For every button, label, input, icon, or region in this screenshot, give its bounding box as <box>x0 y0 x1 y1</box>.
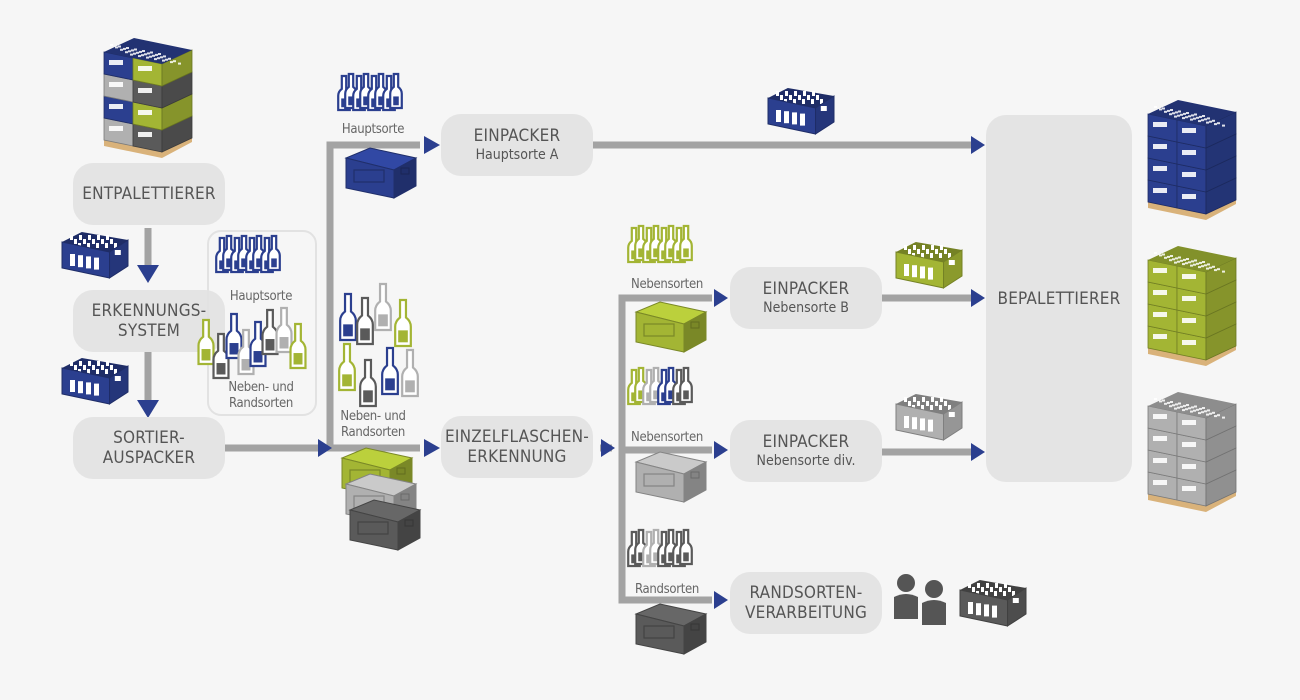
bottle-icon <box>374 282 392 332</box>
closed-crate-icon <box>634 301 708 353</box>
pallet-icon <box>103 38 193 158</box>
pallet-icon <box>1147 392 1237 512</box>
arrow-icon <box>424 439 440 457</box>
process-title: VERARBEITUNG <box>744 603 868 623</box>
bottle-crate-icon <box>895 394 963 441</box>
pallet-icon <box>1147 100 1237 220</box>
arrow-icon <box>714 289 728 307</box>
process-einpacker-nebensorte-b[interactable]: EINPACKER Nebensorte B <box>730 267 882 329</box>
closed-crate-icon <box>634 603 708 655</box>
process-title: ERKENNUNG <box>467 447 567 467</box>
arrow-icon <box>424 136 440 154</box>
arrow-icon <box>318 439 332 457</box>
bottle-group-icon <box>338 282 419 408</box>
workers-icon <box>894 574 946 625</box>
process-title: SORTIER- <box>113 428 185 448</box>
process-title: RANDSORTEN- <box>749 583 863 603</box>
branch-label-nebensorten-b: Nebensorten <box>631 277 703 292</box>
process-title: BEPALETTIERER <box>997 288 1121 309</box>
pallet-icon <box>1147 246 1237 366</box>
process-title: SYSTEM <box>117 321 181 341</box>
legend-label-neben: Neben- und <box>228 380 294 395</box>
bottle-crate-icon <box>959 580 1027 627</box>
bottle-icon <box>267 234 281 272</box>
bottle-icon <box>401 348 419 398</box>
process-randsorten-verarbeitung[interactable]: RANDSORTEN- VERARBEITUNG <box>730 572 882 634</box>
bottle-icon <box>197 318 215 366</box>
process-title: ENTPALETTIERER <box>82 184 216 204</box>
process-einpacker-nebensorte-div[interactable]: EINPACKER Nebensorte div. <box>730 420 882 482</box>
bottle-icon <box>212 332 230 380</box>
branch-label-nebensorten-div: Nebensorten <box>631 430 703 445</box>
bottle-group-icon <box>197 306 307 380</box>
bottle-icon <box>261 308 279 356</box>
legend-label-hauptsorte: Hauptsorte <box>229 289 293 304</box>
process-bepalettierer[interactable]: BEPALETTIERER <box>986 115 1132 482</box>
closed-crate-icon <box>348 499 422 551</box>
process-title: EINPACKER <box>473 126 561 146</box>
closed-crate-icon <box>634 451 708 503</box>
arrow-icon <box>971 136 985 154</box>
branch-label-randsorten: Randsorten <box>340 425 406 440</box>
bottle-crate-icon <box>61 232 129 279</box>
process-title: AUSPACKER <box>102 448 196 468</box>
bottle-icon <box>679 224 693 262</box>
branch-label-neben: Neben- und <box>340 409 406 424</box>
bottle-group-icon <box>215 234 281 274</box>
bottle-group-icon <box>627 366 693 406</box>
arrow-icon <box>971 443 985 461</box>
process-sortier-auspacker[interactable]: SORTIER- AUSPACKER <box>73 417 225 479</box>
bottle-crate-icon <box>767 88 835 135</box>
legend-label-randsorten: Randsorten <box>228 396 294 411</box>
bottle-icon <box>679 366 693 404</box>
bottle-group-icon <box>337 72 403 112</box>
branch-label-randsorten-out: Randsorten <box>634 582 700 597</box>
process-title: EINPACKER <box>762 432 850 452</box>
process-title: ERKENNUNGS- <box>91 301 207 321</box>
process-subtitle: Hauptsorte A <box>475 147 559 163</box>
bottle-icon <box>275 306 293 354</box>
closed-crate-icon <box>344 147 418 199</box>
bottle-crate-icon <box>895 242 963 289</box>
arrow-icon <box>601 439 615 457</box>
arrow-icon <box>714 441 728 459</box>
bottle-icon <box>289 322 307 370</box>
bottle-icon <box>381 346 399 396</box>
bottle-icon <box>394 298 412 348</box>
process-einpacker-hauptsorte-a[interactable]: EINPACKER Hauptsorte A <box>441 114 593 176</box>
process-einzelflaschen-erkennung[interactable]: EINZELFLASCHEN- ERKENNUNG <box>441 416 593 478</box>
process-subtitle: Nebensorte div. <box>756 453 856 469</box>
arrow-icon <box>714 591 728 609</box>
bottle-group-icon <box>627 528 693 568</box>
bottle-icon <box>359 358 377 408</box>
bottle-group-icon <box>627 224 693 264</box>
bottle-icon <box>339 292 357 342</box>
bottle-crate-icon <box>61 358 129 405</box>
arrow-icon <box>137 265 159 283</box>
bottle-icon <box>679 528 693 566</box>
bottle-icon <box>356 296 374 346</box>
bottle-icon <box>389 72 403 110</box>
arrow-icon <box>137 400 159 418</box>
process-title: EINPACKER <box>762 279 850 299</box>
bottle-icon <box>338 342 356 392</box>
process-subtitle: Nebensorte B <box>763 300 849 316</box>
process-entpalettierer[interactable]: ENTPALETTIERER <box>73 163 225 225</box>
branch-label-hauptsorte: Hauptsorte <box>341 122 405 137</box>
arrow-icon <box>971 289 985 307</box>
process-title: EINZELFLASCHEN- <box>445 427 589 447</box>
branch-main <box>326 141 420 452</box>
